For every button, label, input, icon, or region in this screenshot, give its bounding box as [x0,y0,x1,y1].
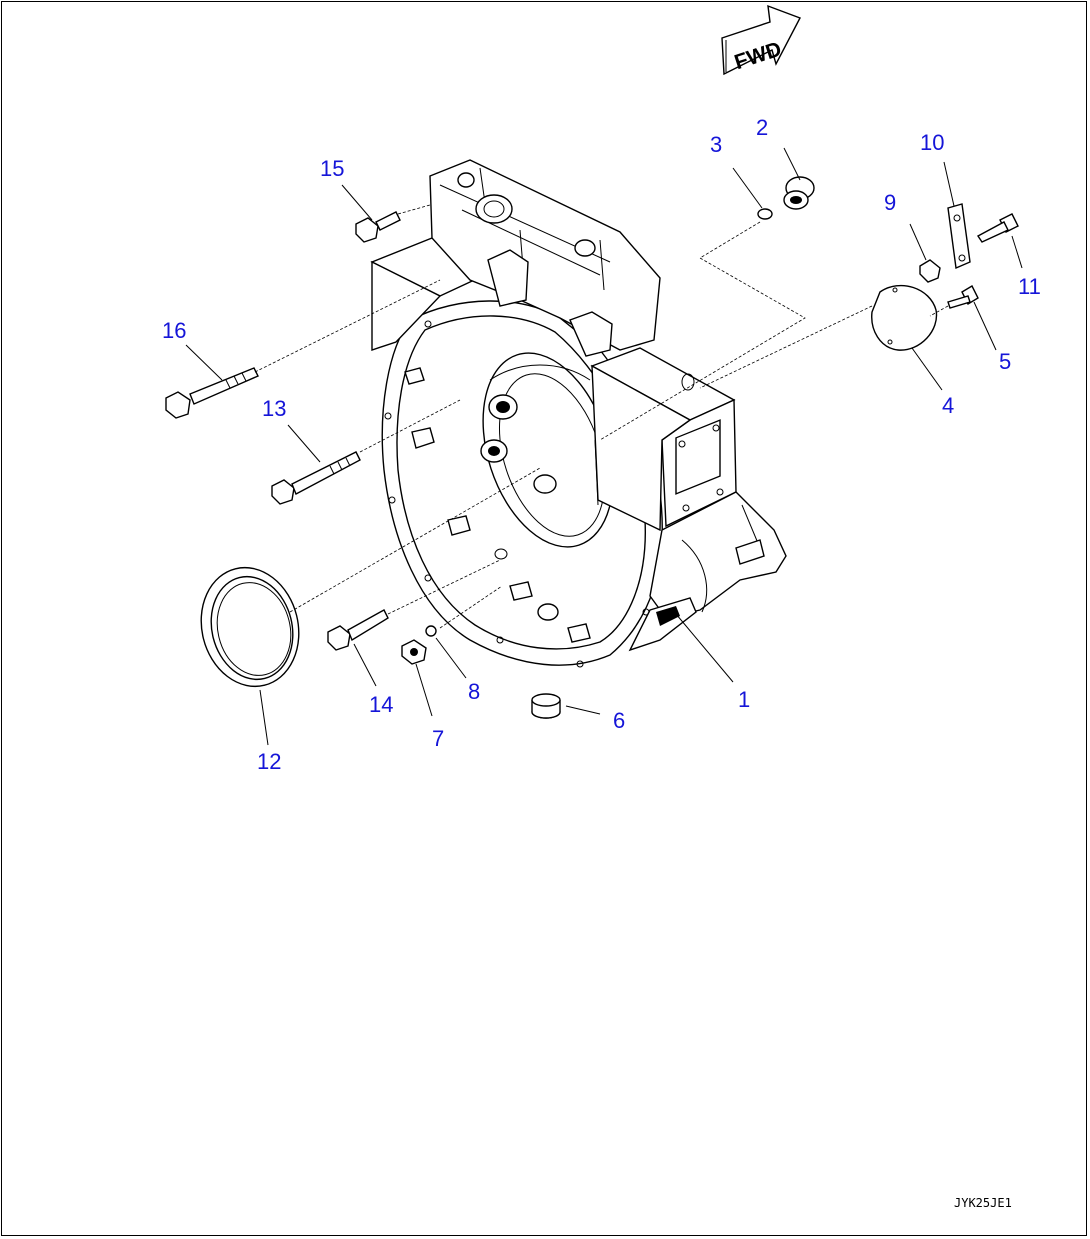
bolt-16 [165,367,259,419]
callout-8: 8 [468,679,480,704]
bracket-10 [947,203,971,270]
flywheel-housing [370,159,787,668]
callout-4: 4 [942,393,954,418]
o-ring-8 [425,625,437,637]
callout-16: 16 [162,318,186,343]
leader-lines [185,147,1023,746]
callout-14: 14 [369,692,393,717]
callout-1: 1 [738,687,750,712]
callout-13: 13 [262,396,286,421]
callout-11: 11 [1018,274,1041,299]
drawing-code: JYK25JE1 [954,1196,1012,1210]
callout-10: 10 [920,130,944,155]
bolt-15 [355,211,401,243]
o-ring-small [757,208,773,220]
bolt-13 [271,451,361,505]
bolt-11 [976,213,1019,243]
bolt-5 [947,285,979,309]
callout-6: 6 [613,708,625,733]
breather-plug [783,176,815,210]
fwd-label: FWD [732,38,785,75]
callouts: 1 2 3 4 5 6 7 8 9 10 11 12 13 14 15 16 [162,115,1041,774]
callout-2: 2 [756,115,768,140]
cover-plate [871,284,938,351]
callout-15: 15 [320,156,344,181]
assembly-lines [254,204,949,629]
callout-12: 12 [257,749,281,774]
callout-5: 5 [999,349,1011,374]
bolt-14 [327,609,389,651]
callout-3: 3 [710,132,722,157]
callout-7: 7 [432,726,444,751]
callout-9: 9 [884,190,896,215]
nut-9 [919,259,941,283]
plug-6 [531,693,561,719]
plug-7 [401,639,427,665]
seal-ring-12 [200,566,300,688]
fwd-arrow-icon: FWD [721,4,801,76]
